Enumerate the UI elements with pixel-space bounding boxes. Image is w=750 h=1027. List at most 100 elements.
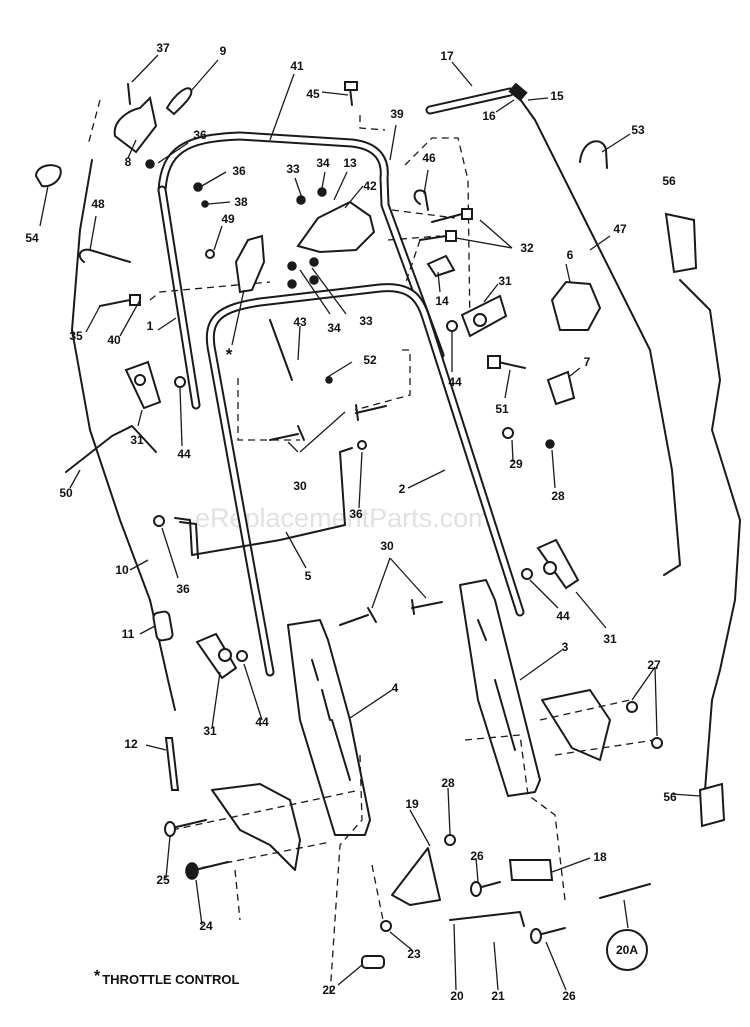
- bolt: [419, 230, 457, 242]
- callout-23: 23: [407, 947, 421, 961]
- bolt: [470, 881, 501, 897]
- callout-13: 13: [343, 156, 357, 170]
- brake-cable: [679, 279, 741, 791]
- clip-54: [34, 164, 62, 188]
- callout-30a: 30: [293, 479, 307, 493]
- callout-56a: 56: [662, 174, 676, 188]
- callout-25: 25: [156, 873, 170, 887]
- callout-28a: 28: [551, 489, 565, 503]
- callout-20: 20: [450, 989, 464, 1003]
- callout-28b: 28: [441, 776, 455, 790]
- callout-31c: 31: [603, 632, 617, 646]
- bolt: [269, 425, 305, 441]
- callout-36a: 36: [193, 128, 207, 142]
- callout-31d: 31: [203, 724, 217, 738]
- spring-12: [164, 737, 180, 791]
- bolt: [530, 927, 566, 944]
- callout-52: 52: [363, 353, 377, 367]
- callout-35: 35: [69, 329, 83, 343]
- callout-24: 24: [199, 919, 213, 933]
- callout-1: 1: [147, 319, 154, 333]
- spring-clip-53: [579, 140, 608, 169]
- callout-12: 12: [124, 737, 138, 751]
- bolt: [431, 208, 473, 223]
- bracket-18: [508, 859, 554, 881]
- callout-3: 3: [562, 640, 569, 654]
- callout-36c: 36: [349, 507, 363, 521]
- rod-5: [174, 447, 353, 556]
- callout-46: 46: [422, 151, 436, 165]
- callout-31b: 31: [130, 433, 144, 447]
- clip-9: [166, 87, 193, 115]
- callout-54: 54: [25, 231, 39, 245]
- callout-26b: 26: [562, 989, 576, 1003]
- bolt: [339, 607, 377, 626]
- bracket-4: [287, 619, 371, 836]
- callout-36d: 36: [176, 582, 190, 596]
- callout-34a: 34: [316, 156, 330, 170]
- bolt: [344, 81, 358, 106]
- callout-44c: 44: [556, 609, 570, 623]
- callout-56b: 56: [663, 790, 677, 804]
- callout-43: 43: [293, 315, 307, 329]
- callout-50: 50: [59, 486, 73, 500]
- callout-14: 14: [435, 294, 449, 308]
- control-56: [664, 212, 698, 274]
- callout-44d: 44: [255, 715, 269, 729]
- callout-8: 8: [125, 155, 132, 169]
- callout-7: 7: [584, 355, 591, 369]
- callout-21: 21: [491, 989, 505, 1003]
- leader-lines: [39, 54, 701, 991]
- callout-33b: 33: [359, 314, 373, 328]
- throttle-cable: [71, 159, 176, 711]
- callout-27: 27: [647, 658, 661, 672]
- callout-41: 41: [290, 59, 304, 73]
- knob: [124, 360, 162, 410]
- legend-text: THROTTLE CONTROL: [102, 972, 240, 987]
- bracket-3: [459, 579, 541, 797]
- callout-42: 42: [363, 179, 377, 193]
- knob: [195, 632, 238, 680]
- callout-2: 2: [399, 482, 406, 496]
- part-20a: [599, 883, 651, 899]
- bolt: [164, 819, 207, 837]
- callout-37: 37: [156, 41, 170, 55]
- callout-44b: 44: [177, 447, 191, 461]
- clip-50: [65, 425, 157, 473]
- callout-48: 48: [91, 197, 105, 211]
- bolt: [185, 861, 229, 880]
- part-46: [413, 189, 429, 211]
- bolt: [99, 294, 141, 307]
- callout-15: 15: [550, 89, 564, 103]
- callout-19: 19: [405, 797, 419, 811]
- lever-19: [391, 847, 441, 906]
- spring-14: [426, 254, 456, 278]
- spring-48: [78, 248, 131, 263]
- knob: [460, 294, 508, 338]
- callout-44a: 44: [448, 375, 462, 389]
- callout-38: 38: [234, 195, 248, 209]
- callout-9: 9: [220, 44, 227, 58]
- bolt: [411, 599, 443, 615]
- reference-badge-circle: [606, 929, 648, 971]
- callout-53: 53: [631, 123, 645, 137]
- callout-18: 18: [593, 850, 607, 864]
- callout-40: 40: [107, 333, 121, 347]
- knob: [536, 538, 580, 590]
- callout-36b: 36: [232, 164, 246, 178]
- callout-10: 10: [115, 563, 129, 577]
- callout-47: 47: [613, 222, 627, 236]
- callout-6: 6: [567, 248, 574, 262]
- callout-31a: 31: [498, 274, 512, 288]
- throttle-lever: [234, 234, 266, 294]
- legend: *THROTTLE CONTROL: [94, 968, 239, 987]
- plate-left: [211, 783, 301, 871]
- pin-37: [127, 83, 131, 105]
- link-43: [269, 319, 293, 381]
- legend-symbol: *: [94, 968, 101, 985]
- callout-26a: 26: [470, 849, 484, 863]
- shift-rod: [425, 82, 681, 576]
- callout-17: 17: [440, 49, 454, 63]
- callout-29: 29: [509, 457, 523, 471]
- callout-star: *: [226, 345, 233, 364]
